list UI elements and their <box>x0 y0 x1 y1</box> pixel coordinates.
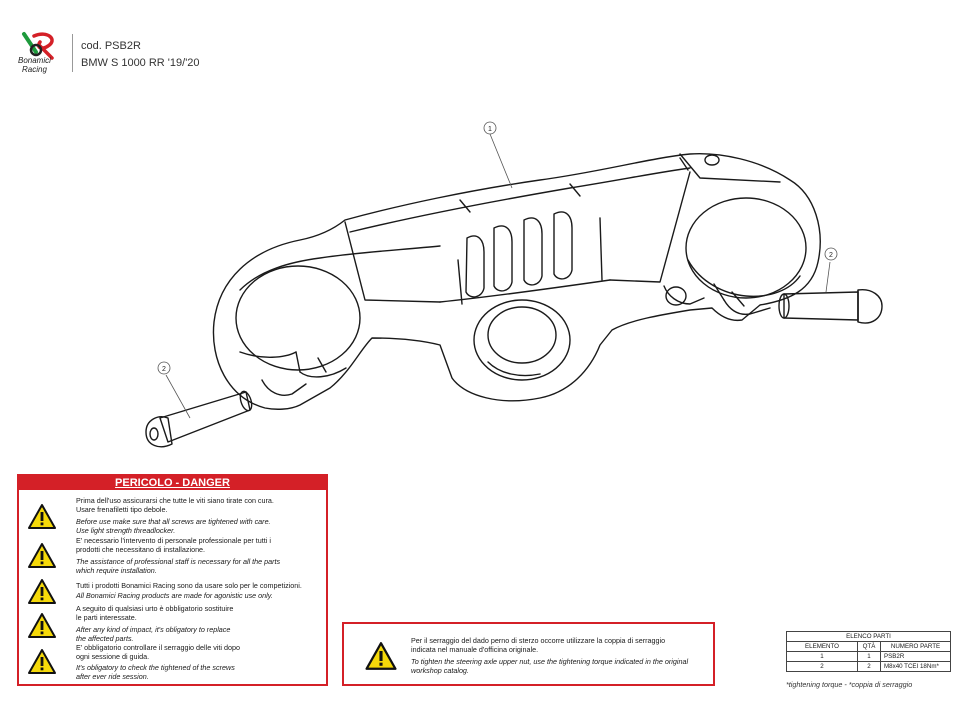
column-header: NUMERO PARTE <box>880 641 951 652</box>
callout-1: 1 <box>488 126 492 133</box>
danger-line: ogni sessione di guida. <box>76 652 150 661</box>
table-row: 2 2 M8x40 TCEI 18Nm* <box>786 661 951 672</box>
notice-line: To tighten the steering axle upper nut, … <box>411 657 689 666</box>
warning-triangle-icon <box>28 543 56 568</box>
notice-line: workshop catalog. <box>411 666 469 675</box>
logo-text: Bonamici Racing <box>18 56 51 74</box>
table-cell: 1 <box>786 651 858 662</box>
parts-list-title: ELENCO PARTI <box>786 631 951 642</box>
danger-line: Use light strength threadlocker. <box>76 526 176 535</box>
danger-line: le parti interessate. <box>76 613 137 622</box>
danger-line: The assistance of professional staff is … <box>76 557 281 566</box>
logo-line-1: Bonamici <box>18 56 51 65</box>
danger-line: It's obligatory to check the tightened o… <box>76 663 235 672</box>
danger-line: After any kind of impact, it's obligator… <box>76 625 231 634</box>
warning-triangle-icon <box>365 642 397 670</box>
danger-line: E' necessario l'intervento di personale … <box>76 536 271 545</box>
torque-notice-panel: Per il serraggio del dado perno di sterz… <box>342 622 715 686</box>
danger-line: the affected parts. <box>76 634 134 643</box>
table-cell: 2 <box>857 661 881 672</box>
parts-list-table: ELENCO PARTI ELEMENTO QTÀ NUMERO PARTE 1… <box>786 631 951 672</box>
callout-2-right: 2 <box>829 252 833 259</box>
column-header: ELEMENTO <box>786 641 858 652</box>
table-cell: 2 <box>786 661 858 672</box>
danger-line: which require installation. <box>76 566 157 575</box>
table-cell: 1 <box>857 651 881 662</box>
danger-line: Prima dell'uso assicurarsi che tutte le … <box>76 496 274 505</box>
parts-list-title-row: ELENCO PARTI <box>786 631 951 642</box>
header-separator <box>72 34 73 72</box>
notice-line: indicata nel manuale d'officina original… <box>411 645 539 654</box>
danger-line: E' obbligatorio controllare il serraggio… <box>76 643 240 652</box>
bonamici-racing-logo <box>22 32 54 60</box>
warning-triangle-icon <box>28 504 56 529</box>
warning-triangle-icon <box>28 579 56 604</box>
danger-line: Before use make sure that all screws are… <box>76 517 271 526</box>
callout-2-left: 2 <box>162 366 166 373</box>
logo-line-2: Racing <box>22 65 47 74</box>
product-model: BMW S 1000 RR '19/'20 <box>81 57 200 69</box>
danger-panel: PERICOLO - DANGER Prima dell'uso assicur… <box>17 474 328 686</box>
parts-list-header-row: ELEMENTO QTÀ NUMERO PARTE <box>786 641 951 652</box>
torque-footnote: *tightening torque - *coppia di serraggi… <box>786 680 913 689</box>
warning-triangle-icon <box>28 649 56 674</box>
notice-line: Per il serraggio del dado perno di sterz… <box>411 636 666 645</box>
product-code: cod. PSB2R <box>81 40 141 52</box>
danger-title-text: PERICOLO - DANGER <box>115 477 230 489</box>
warning-triangle-icon <box>28 613 56 638</box>
danger-line: Usare frenafiletti tipo debole. <box>76 505 168 514</box>
danger-line: Tutti i prodotti Bonamici Racing sono da… <box>76 581 302 590</box>
danger-line: after ever ride session. <box>76 672 149 681</box>
danger-title: PERICOLO - DANGER <box>19 476 326 490</box>
danger-line: All Bonamici Racing products are made fo… <box>76 591 273 600</box>
table-cell: PSB2R <box>880 651 951 662</box>
danger-line: A seguito di qualsiasi urto è obbligator… <box>76 604 234 613</box>
table-cell: M8x40 TCEI 18Nm* <box>880 661 951 672</box>
column-header: QTÀ <box>857 641 881 652</box>
danger-line: prodotti che necessitano di installazion… <box>76 545 206 554</box>
table-row: 1 1 PSB2R <box>786 651 951 662</box>
